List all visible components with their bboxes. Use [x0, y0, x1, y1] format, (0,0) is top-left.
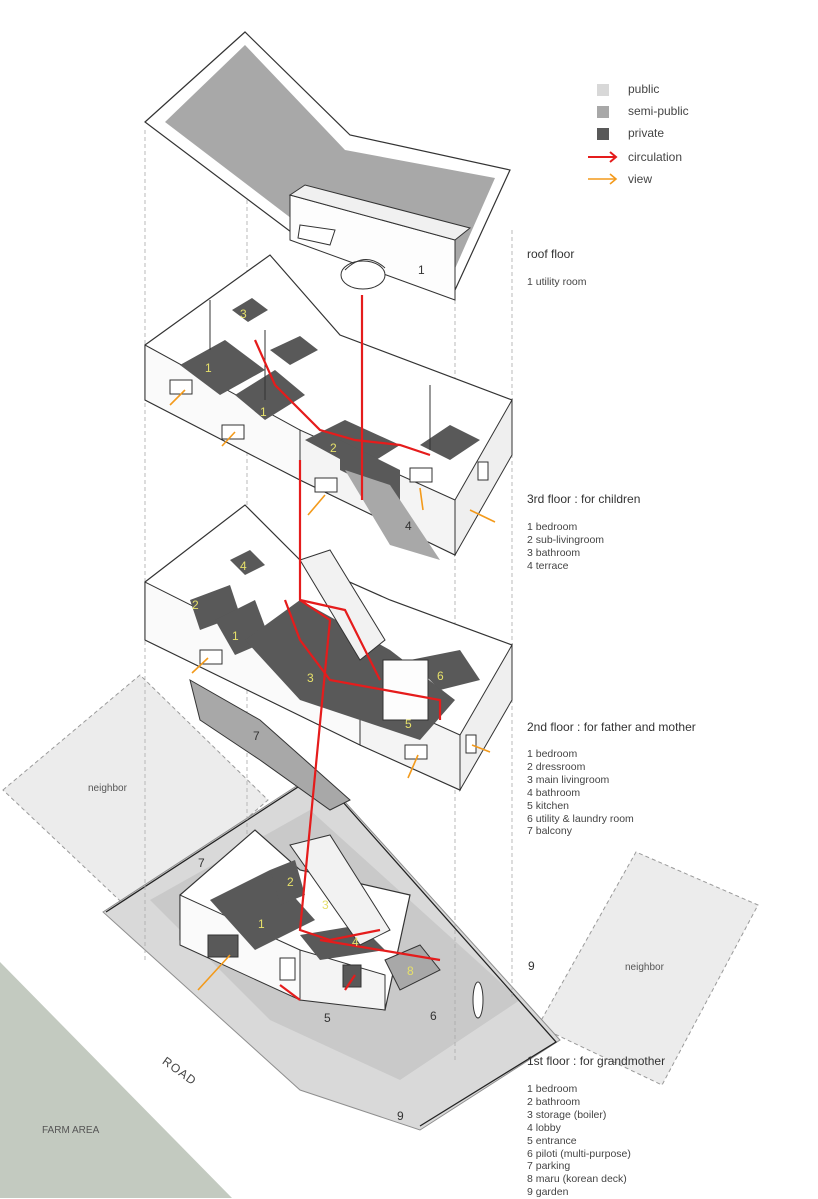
room-item: 2 sub-livingroom [527, 533, 605, 546]
room-item: 1 utility room [527, 276, 587, 288]
second-floor-rooms: 1 bedroom 2 dressroom 3 main livingroom … [527, 748, 634, 838]
room-item: 1 bedroom [527, 521, 578, 533]
legend-arrow-view [588, 173, 618, 185]
room-item: 3 bathroom [527, 546, 581, 559]
room-item: 4 lobby [527, 1121, 561, 1134]
room-item: 2 bathroom [527, 1095, 581, 1108]
svg-text:7: 7 [198, 856, 205, 870]
property-line [105, 773, 557, 1127]
room-item: 2 dressroom [527, 760, 586, 773]
legend-swatch-private [597, 128, 609, 140]
svg-text:2: 2 [330, 441, 337, 455]
first-floor-model [179, 829, 484, 1019]
room-item: 3 storage (boiler) [527, 1108, 607, 1121]
neighbor-right-label: neighbor [625, 962, 664, 973]
circulation-path [253, 295, 442, 1001]
svg-text:9: 9 [397, 1109, 404, 1123]
first-floor-title: 1st floor : for grandmother [527, 1054, 666, 1068]
plan-numbers: 1 1 1 2 3 4 2 4 1 3 5 6 7 1 2 3 4 5 6 7 … [192, 263, 535, 1123]
room-item: 1 bedroom [527, 748, 578, 760]
legend-label-public: public [628, 82, 660, 96]
legend-label-view: view [628, 172, 653, 186]
legend-label-semi-public: semi-public [628, 104, 689, 118]
farm-area-label: FARM AREA [42, 1125, 100, 1136]
roof-floor-model [144, 31, 511, 301]
neighbor-right [537, 851, 759, 1086]
svg-text:8: 8 [407, 964, 414, 978]
svg-text:1: 1 [232, 629, 239, 643]
farm-area [0, 962, 232, 1198]
third-floor-rooms: 1 bedroom 2 sub-livingroom 3 bathroom 4 … [527, 521, 604, 573]
svg-text:4: 4 [405, 519, 412, 533]
svg-text:4: 4 [240, 559, 247, 573]
second-floor-title: 2nd floor : for father and mother [527, 720, 696, 734]
legend-swatch-semi-public [597, 106, 609, 118]
svg-text:1: 1 [258, 917, 265, 931]
neighbor-left-label: neighbor [88, 783, 127, 794]
roof-floor-rooms: 1 utility room [527, 276, 587, 289]
third-floor-model [144, 254, 513, 560]
svg-text:7: 7 [253, 729, 260, 743]
svg-text:3: 3 [307, 671, 314, 685]
room-item: 5 kitchen [527, 799, 570, 812]
room-item: 9 garden [527, 1186, 569, 1199]
svg-text:9: 9 [528, 959, 535, 973]
room-item: 7 balcony [527, 825, 572, 838]
svg-text:2: 2 [287, 875, 294, 889]
svg-text:3: 3 [322, 898, 329, 912]
room-item: 6 piloti (multi-purpose) [527, 1147, 631, 1160]
third-floor-title: 3rd floor : for children [527, 492, 641, 506]
svg-text:6: 6 [430, 1009, 437, 1023]
room-item: 7 parking [527, 1160, 571, 1173]
view-arrows [169, 389, 496, 991]
room-item: 8 maru (korean deck) [527, 1173, 627, 1186]
room-item: 3 main livingroom [527, 773, 610, 786]
room-item: 5 entrance [527, 1134, 577, 1147]
room-item: 1 bedroom [527, 1083, 578, 1095]
roof-floor-title: roof floor [527, 247, 575, 261]
legend-swatch-public [597, 84, 609, 96]
svg-text:1: 1 [205, 361, 212, 375]
room-item: 4 terrace [527, 559, 569, 572]
legend-label-circulation: circulation [628, 150, 683, 164]
legend-label-private: private [628, 126, 665, 140]
svg-text:5: 5 [405, 717, 412, 731]
svg-text:1: 1 [418, 263, 425, 277]
svg-text:3: 3 [240, 307, 247, 321]
first-floor-rooms: 1 bedroom 2 bathroom 3 storage (boiler) … [527, 1083, 631, 1199]
room-item: 4 bathroom [527, 786, 581, 799]
svg-text:5: 5 [324, 1011, 331, 1025]
svg-text:4: 4 [352, 935, 359, 949]
room-item: 6 utility & laundry room [527, 812, 634, 825]
svg-text:2: 2 [192, 598, 199, 612]
legend-arrow-circulation [588, 151, 618, 163]
svg-text:6: 6 [437, 669, 444, 683]
svg-text:1: 1 [260, 405, 267, 419]
